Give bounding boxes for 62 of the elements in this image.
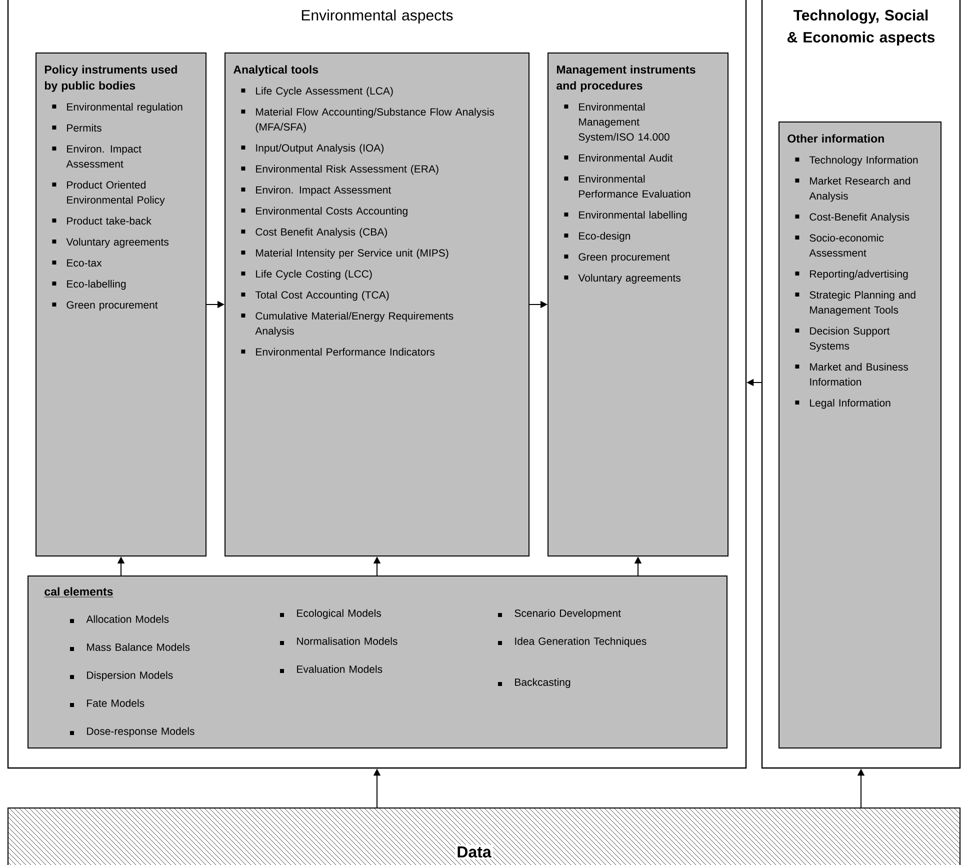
- list-item: Environmental Performance Evaluation: [579, 174, 690, 198]
- list-item: Material Flow Accounting/Substance Flow Analysis (MFA/SFA): [256, 108, 494, 133]
- box-heading: cal elements: [44, 587, 114, 598]
- list-item: Environmental regulation: [67, 102, 182, 113]
- list-item: Idea Generation Techniques: [515, 637, 646, 647]
- list-item: Eco-tax: [67, 259, 102, 267]
- list-item: Environ. Impact Assessment: [256, 186, 392, 196]
- list-box: [36, 52, 206, 556]
- list-item: Reporting/advertising: [810, 270, 908, 280]
- list-item: Life Cycle Assessment (LCA): [256, 86, 393, 97]
- list-item: Eco-design: [579, 232, 630, 242]
- list-item: Total Cost Accounting (TCA): [255, 290, 389, 301]
- list-item: Allocation Models: [86, 615, 169, 623]
- list-item: Fate Models: [87, 699, 144, 707]
- list-item: Green procurement: [66, 301, 158, 311]
- list-item: Backcasting: [515, 678, 570, 688]
- box-heading: Analytical tools: [234, 65, 318, 76]
- box-heading: Other information: [788, 134, 884, 143]
- list-item: Voluntary agreements: [578, 274, 681, 284]
- list-item: Life Cycle Costing (LCC): [256, 270, 372, 280]
- list-item: Dispersion Models: [87, 671, 173, 681]
- list-box: [548, 52, 728, 556]
- list-item: Environmental Costs Accounting: [256, 206, 408, 217]
- list-item: Socio-economic Assessment: [809, 234, 884, 257]
- list-item: Cost-Benefit Analysis: [810, 212, 910, 223]
- list-item: Environmental Audit: [579, 154, 673, 162]
- list-item: Dose-response Models: [87, 727, 194, 737]
- box-label: Data: [458, 846, 492, 858]
- list-item: Scenario Development: [514, 609, 621, 619]
- list-item: Normalisation Models: [297, 637, 398, 645]
- list-item: Decision Support Systems: [810, 326, 890, 352]
- box-heading: Management instruments and procedures: [556, 65, 696, 92]
- list-item: Ecological Models: [297, 609, 381, 619]
- list-item: Market and Business Information: [810, 362, 908, 386]
- list-item: Environmental Risk Assessment (ERA): [256, 164, 438, 175]
- list-item: Product take-back: [67, 216, 152, 225]
- list-item: Eco-labelling: [67, 280, 126, 290]
- list-box: [28, 576, 728, 748]
- panel-title: Technology, Social & Economic aspects: [787, 10, 935, 46]
- list-item: Cumulative Material/Energy Requirements Analysis: [255, 312, 454, 337]
- list-item: Evaluation Models: [297, 665, 382, 673]
- list-item: Environmental labelling: [579, 210, 687, 221]
- list-item: Green procurement: [578, 253, 670, 263]
- list-item: Product Oriented Environmental Policy: [67, 180, 165, 206]
- list-item: Permits: [67, 124, 102, 132]
- list-item: Cost Benefit Analysis (CBA): [256, 228, 387, 238]
- list-item: Voluntary agreements: [66, 238, 169, 248]
- list-item: Legal Information: [810, 398, 890, 409]
- list-box: [224, 52, 530, 556]
- list-box: [778, 122, 942, 748]
- list-item: Strategic Planning and Management Tools: [810, 290, 916, 316]
- list-item: Environmental Performance Indicators: [256, 348, 435, 356]
- list-item: Market Research and Analysis: [809, 176, 910, 202]
- list-item: Environ. Impact Assessment: [66, 144, 142, 168]
- list-item: Environmental Management System/ISO 14.000: [578, 102, 670, 143]
- list-item: Technology Information: [809, 156, 918, 166]
- data-band: [8, 808, 960, 865]
- box-heading: Policy instruments used by public bodies: [44, 65, 177, 92]
- list-item: Material Intensity per Service unit (MIPS): [256, 248, 448, 259]
- list-item: Input/Output Analysis (IOA): [256, 144, 384, 154]
- list-item: Mass Balance Models: [87, 643, 190, 651]
- panel-title: Environmental aspects: [302, 10, 453, 24]
